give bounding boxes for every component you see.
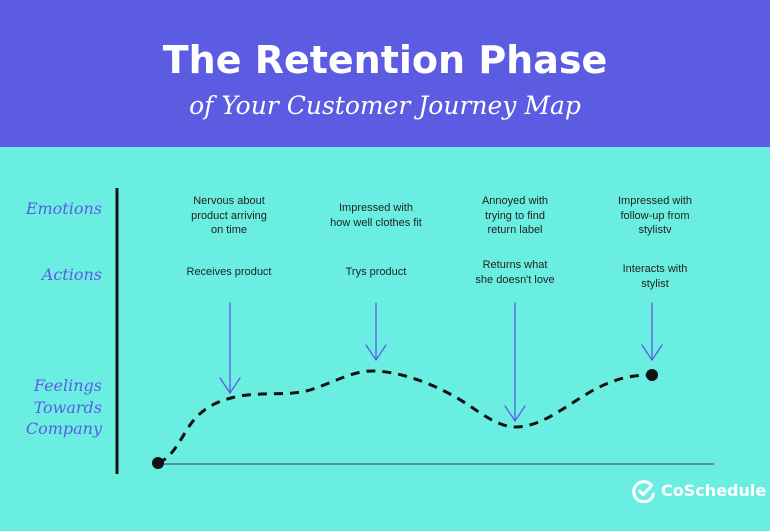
emotion-line: stylistv (638, 224, 672, 236)
emotion-line: return label (487, 224, 543, 236)
emotion-line: follow-up from (620, 209, 690, 222)
stage-4-action: Interacts with stylist (575, 262, 735, 291)
row-label-feelings-line: Company (25, 419, 102, 438)
action-line: Returns what (482, 259, 548, 271)
stage-3-emotion: Annoyed with trying to find return label (435, 194, 595, 238)
row-label-emotions: Emotions (25, 199, 102, 218)
action-line: Trys product (345, 266, 407, 278)
emotion-line: Nervous about (193, 195, 265, 207)
stage-2-emotion: Impressed with how well clothes fit (296, 201, 456, 230)
stage-3-action: Returns what she doesn't love (435, 258, 595, 287)
action-line: she doesn't love (475, 273, 555, 286)
page-title: The Retention Phase (162, 38, 608, 82)
emotion-line: how well clothes fit (330, 216, 422, 229)
stage-1-action: Receives product (149, 265, 309, 280)
emotion-line: Impressed with (339, 202, 413, 214)
coschedule-check-icon (632, 480, 655, 503)
stage-2-action: Trys product (296, 265, 456, 280)
header-banner: The Retention Phase of Your Customer Jou… (0, 0, 770, 147)
emotion-line: Annoyed with (481, 195, 549, 207)
emotion-line: Impressed with (618, 195, 692, 207)
action-line: Interacts with (622, 263, 688, 275)
emotion-line: on time (210, 224, 248, 236)
action-line: Receives product (186, 266, 272, 278)
row-label-feelings: Feelings Towards Company (10, 375, 102, 440)
arrow-down-icon (219, 302, 241, 394)
arrow-down-icon (504, 302, 526, 422)
curve-start-dot (152, 457, 164, 469)
stage-4-emotion: Impressed with follow-up from stylistv (575, 194, 735, 238)
emotion-line: trying to find (485, 209, 545, 222)
stage-1-emotion: Nervous about product arriving on time (149, 194, 309, 238)
arrow-down-icon (365, 302, 387, 361)
row-label-actions: Actions (41, 265, 102, 284)
emotion-line: product arriving (191, 209, 267, 222)
coschedule-logo: CoSchedule (632, 478, 766, 504)
brand-name: CoSchedule (661, 481, 767, 500)
curve-end-dot (646, 369, 658, 381)
page-subtitle: of Your Customer Journey Map (189, 91, 581, 120)
row-label-feelings-line: Towards (33, 397, 102, 417)
feelings-curve (157, 369, 653, 465)
arrow-down-icon (641, 302, 663, 361)
row-label-feelings-line: Feelings (33, 376, 102, 395)
action-line: stylist (641, 277, 669, 290)
